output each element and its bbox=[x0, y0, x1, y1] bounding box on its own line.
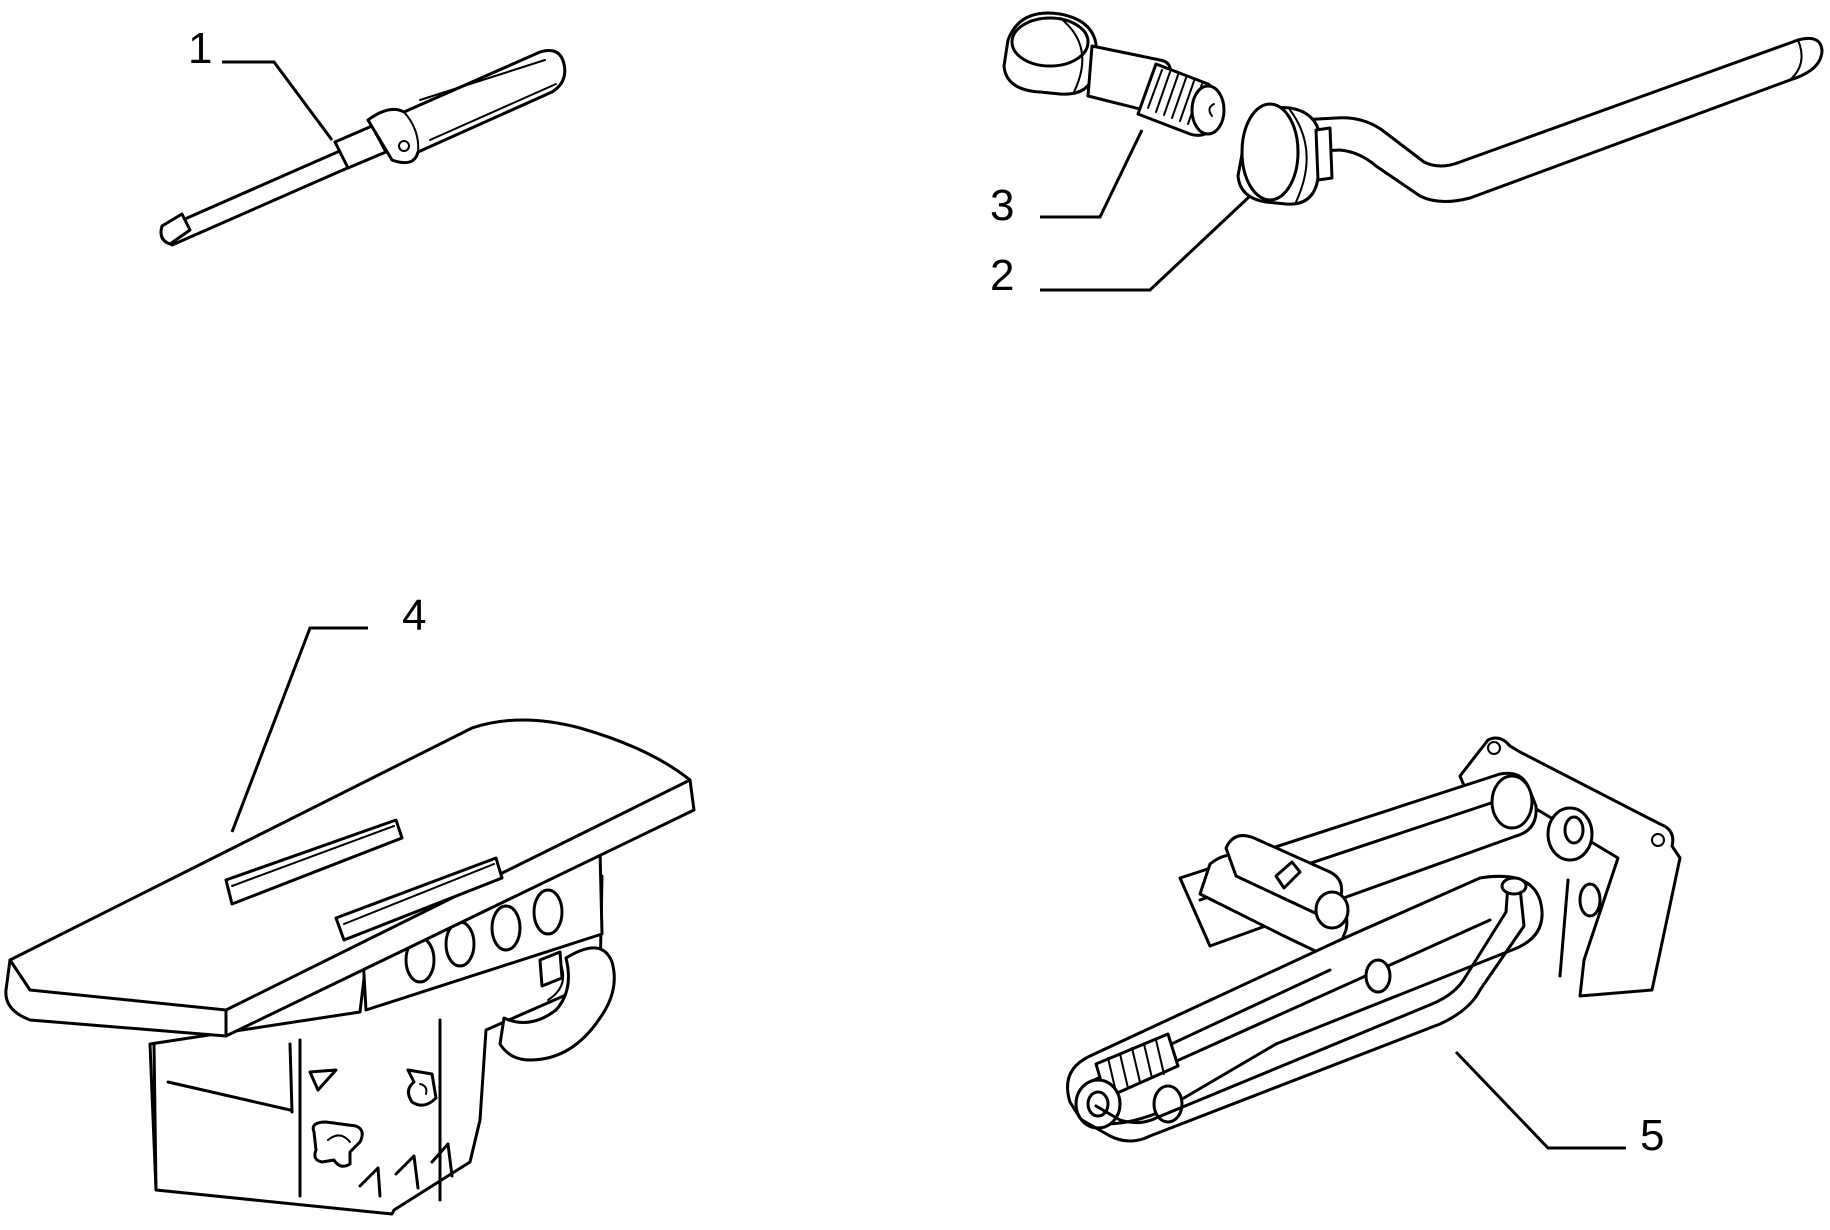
scissor-jack-icon bbox=[1066, 736, 1682, 1143]
leader-line-4 bbox=[230, 626, 368, 833]
leader-line-1 bbox=[222, 60, 334, 141]
leader-line-3 bbox=[1040, 129, 1144, 219]
callout-number-5: 5 bbox=[1640, 1111, 1664, 1160]
leader-line-5 bbox=[1454, 1050, 1626, 1150]
jack-base-support-icon bbox=[4, 718, 696, 1216]
callout-number-2: 2 bbox=[990, 251, 1014, 300]
callout-number-1: 1 bbox=[188, 24, 212, 73]
leader-line-2 bbox=[1040, 194, 1252, 292]
screwdriver-icon bbox=[159, 49, 567, 247]
callout-number-3: 3 bbox=[990, 181, 1014, 230]
splined-adapter-icon bbox=[1002, 11, 1226, 137]
callout-number-4: 4 bbox=[402, 591, 426, 640]
wheel-brace-icon bbox=[1236, 36, 1824, 206]
